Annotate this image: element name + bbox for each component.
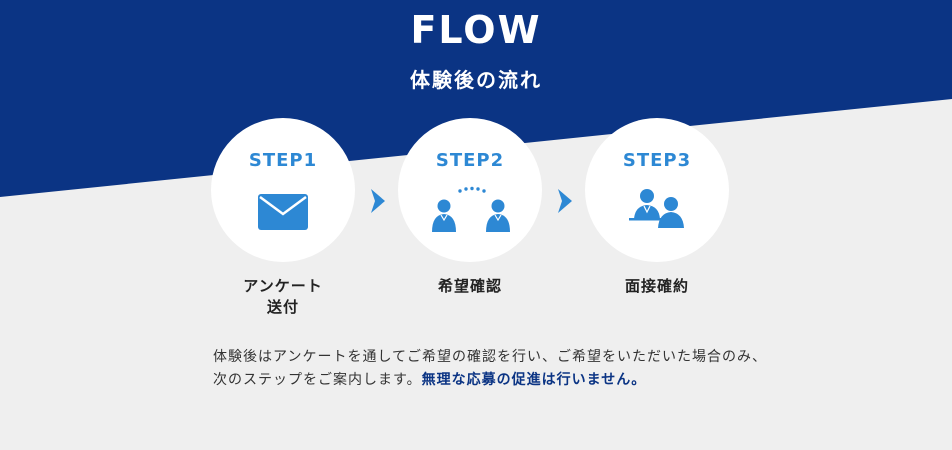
chevron-right-icon [371, 189, 385, 213]
step-1-label: STEP1 [248, 150, 318, 171]
step-2-name: 希望確認 [437, 277, 502, 295]
step-2-label: STEP2 [435, 150, 505, 171]
step-3-label: STEP3 [622, 150, 692, 171]
description: 体験後はアンケートを通してご希望の確認を行い、ご希望をいただいた場合のみ、次のス… [213, 346, 773, 392]
interview-icon [629, 189, 684, 228]
chevron-right-icon [558, 189, 572, 213]
step-1-circle: STEP1 [211, 118, 355, 262]
description-emphasis: 無理な応募の促進は行いません。 [421, 372, 647, 388]
section-title-ja: 体験後の流れ [410, 68, 542, 92]
step-3-name: 面接確約 [624, 277, 689, 295]
envelope-icon [258, 194, 308, 230]
step-1-name: アンケート 送付 [243, 277, 323, 316]
step-3-circle: STEP3 [585, 118, 729, 262]
description-text: 体験後はアンケートを通してご希望の確認を行い、ご希望をいただいた場合のみ、次のス… [213, 349, 768, 388]
two-people-connected-icon [432, 186, 510, 232]
section-title-en: FLOW [410, 8, 542, 52]
step-2-circle: STEP2 [398, 118, 542, 262]
